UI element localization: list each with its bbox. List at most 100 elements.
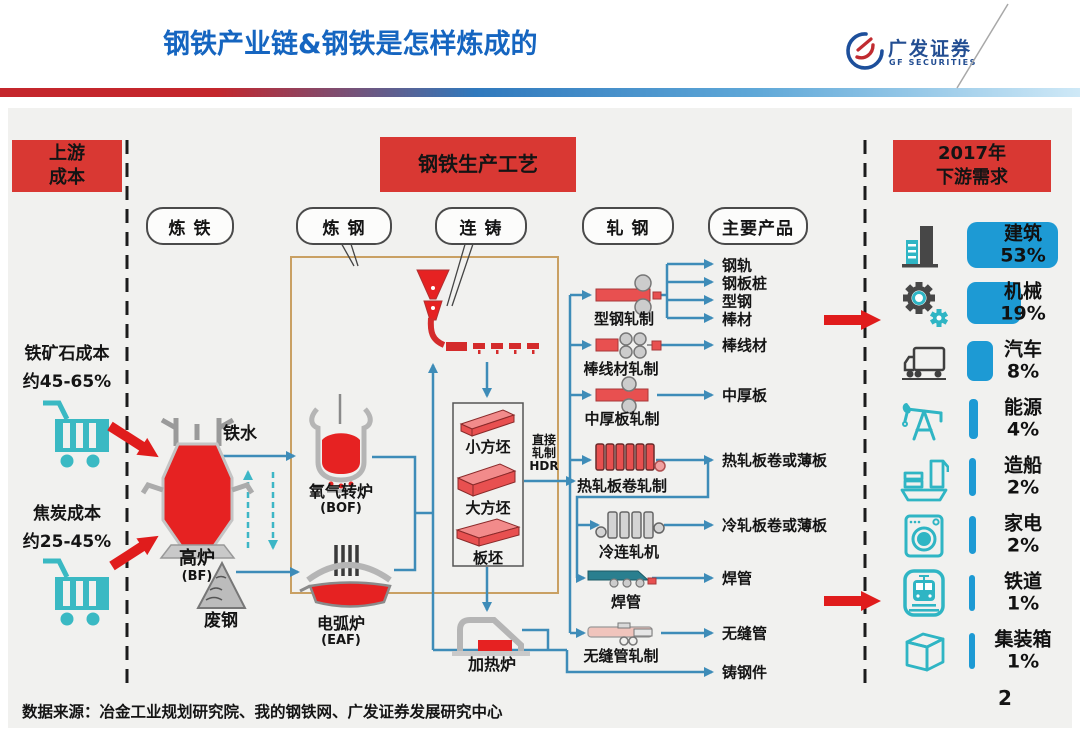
large-billet-icon — [456, 463, 517, 497]
gf-securities-logo — [846, 32, 884, 70]
mill-label: 中厚板轧制 — [584, 410, 660, 428]
caster-icon — [416, 269, 539, 354]
bof-abbr: (BOF) — [320, 501, 362, 516]
steelmaking-boundary-box — [290, 256, 559, 594]
large-billet-label: 大方坯 — [465, 499, 511, 517]
red-arrow — [107, 310, 881, 611]
mill-label: 焊管 — [610, 593, 642, 611]
product-label: 无缝管 — [722, 624, 768, 643]
cart-icon — [43, 400, 109, 468]
logo-text-cn: 广发证券 — [888, 38, 973, 60]
gear-icon — [903, 282, 949, 327]
slab-icon — [455, 518, 521, 547]
iron-ore-cost: 铁矿石成本 约45-65% — [22, 344, 112, 393]
billet-box — [452, 402, 524, 567]
logo-text-en: GF SECURITIES — [889, 58, 978, 67]
train-icon — [903, 569, 945, 617]
eaf-furnace-icon — [299, 545, 392, 608]
hdr-label: 直接 轧制 HDR — [529, 433, 559, 474]
molten-iron-label: 铁水 — [223, 424, 257, 444]
flow-lines — [215, 259, 714, 677]
truck-icon — [902, 346, 946, 380]
stage-rolling: 轧 钢 — [582, 207, 674, 245]
cold-mill-icon — [595, 511, 665, 539]
stage-casting: 连 铸 — [435, 207, 527, 245]
reheat-furnace-icon — [452, 617, 530, 656]
page-title: 钢铁产业链&钢铁是怎样炼成的 — [163, 29, 538, 60]
demand-bar — [969, 516, 976, 554]
product-label: 热轧板卷或薄板 — [722, 451, 828, 470]
hot-strip-mill-icon — [595, 443, 666, 472]
product-label: 型钢 — [722, 292, 753, 311]
welded-pipe-mill-icon — [587, 570, 657, 588]
header-divider — [0, 88, 1080, 97]
coke-cost: 焦炭成本 约25-45% — [22, 504, 112, 553]
stage-ironmaking: 炼 铁 — [146, 207, 234, 245]
demand-bar — [969, 633, 975, 669]
demand-bar — [969, 458, 976, 496]
scrap-pile-icon — [196, 560, 247, 609]
small-billet-label: 小方坯 — [465, 438, 511, 456]
demand-bar — [969, 575, 975, 611]
container-icon — [905, 632, 945, 672]
recycle-arrows — [243, 470, 278, 550]
slab-label: 板坯 — [472, 549, 503, 567]
seamless-pipe-mill-icon — [587, 622, 653, 646]
product-label: 钢板桩 — [722, 274, 768, 293]
small-billet-icon — [459, 409, 516, 437]
header-diagonal-line — [956, 3, 1009, 89]
cart-icon — [43, 558, 109, 626]
scrap-label: 废钢 — [204, 611, 238, 631]
reheat-furnace-label: 加热炉 — [467, 655, 516, 674]
demand-bar — [967, 282, 1021, 324]
oil-pump-icon — [902, 403, 943, 441]
product-label: 棒材 — [722, 310, 753, 329]
plate-mill-icon — [595, 376, 649, 414]
blast-furnace-icon — [140, 417, 255, 559]
mill-label: 热轧板卷轧制 — [576, 477, 668, 495]
eaf-label: 电弧炉 — [316, 614, 365, 633]
demand-bar — [967, 222, 1058, 268]
stage-products: 主要产品 — [708, 207, 808, 245]
bof-label: 氧气转炉 — [308, 482, 373, 501]
mill-label: 型钢轧制 — [593, 310, 655, 328]
bar-wire-mill-icon — [595, 332, 662, 359]
page-number: 2 — [998, 686, 1012, 710]
product-label: 棒线材 — [722, 336, 768, 355]
mill-label: 冷连轧机 — [598, 543, 660, 561]
demand-bar — [969, 399, 978, 439]
eaf-abbr: (EAF) — [321, 633, 361, 648]
mill-label: 无缝管轧制 — [583, 647, 659, 665]
downstream-demand-banner: 2017年 下游需求 — [893, 140, 1051, 192]
bubble-tails — [339, 240, 475, 307]
production-process-banner: 钢铁生产工艺 — [380, 137, 576, 192]
building-icon — [902, 226, 938, 268]
product-label: 冷轧板卷或薄板 — [722, 516, 828, 535]
washer-icon — [904, 514, 944, 558]
upstream-cost-banner: 上游 成本 — [12, 140, 122, 192]
blast-furnace-abbr: (BF) — [181, 569, 213, 584]
data-source: 数据来源：冶金工业规划研究院、我的钢铁网、广发证券发展研究中心 — [22, 703, 503, 721]
product-label: 中厚板 — [722, 386, 768, 405]
ship-icon — [900, 459, 949, 502]
mill-label: 棒线材轧制 — [583, 360, 659, 378]
product-label: 焊管 — [722, 569, 753, 588]
bof-converter-icon — [309, 394, 373, 493]
